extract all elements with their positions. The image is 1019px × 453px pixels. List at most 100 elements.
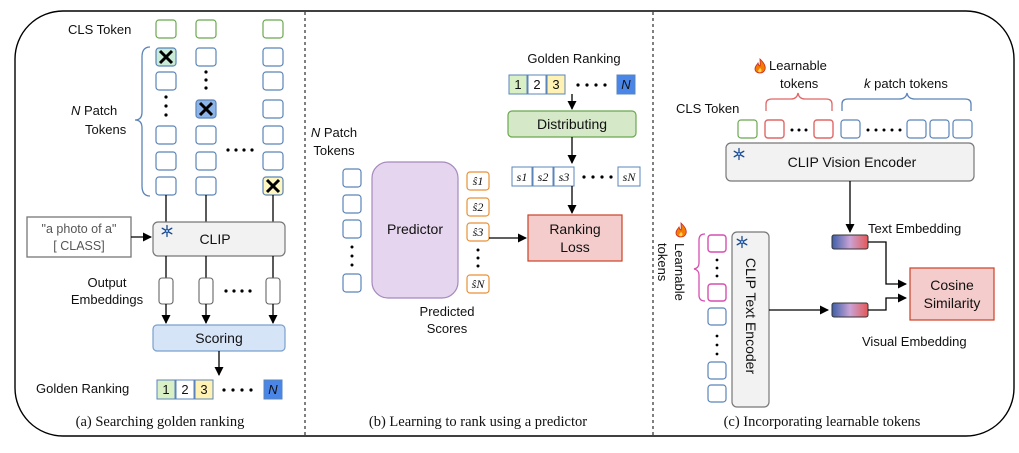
output-embedding [158,277,174,305]
svg-text:ŝ2: ŝ2 [473,200,484,214]
learnable-tokens-brace [765,92,833,111]
token-column [195,19,217,196]
caption-c: (c) Incorporating learnable tokens [724,414,921,430]
rank-value: 1 [514,77,521,92]
panel-b: N Patch Tokens Predictor ŝ1 ŝ2 ŝ3 ŝN [311,51,641,430]
caption-a: (a) Searching golden ranking [76,414,245,430]
cls-token [195,19,217,39]
golden-ranking-label: Golden Ranking [527,51,620,66]
rank-value: 3 [552,77,559,92]
patch-token [262,47,284,67]
rank-value: 3 [200,382,207,397]
patch-tokens-brace [134,46,151,197]
cls-token-label: CLS Token [676,101,739,116]
rank-cell [194,379,214,400]
patch-token [906,119,927,139]
output-label-line2: Embeddings [71,292,144,307]
rank-cell [616,74,636,95]
n-patch-label: N Patch [71,103,117,118]
patch-token [262,151,284,171]
x-mark-icon [198,101,214,117]
output-embedding [265,277,281,305]
rank-value: 2 [533,77,540,92]
predicted-label-line1: Predicted [420,304,475,319]
patch-token [155,125,177,145]
learnable-top-line2: tokens [780,76,819,91]
cosine-line2: Similarity [924,295,981,311]
n-patch-label: N Patch [311,125,357,140]
rank-cell [263,379,283,400]
patch-token [952,119,973,139]
learnable-token [813,119,834,139]
ellipsis [350,245,354,267]
class-token [707,307,727,326]
learnable-token [707,234,727,253]
x-mark-icon [158,49,174,65]
ellipsis [222,388,253,392]
text-encoder-box [731,231,770,408]
predictor-box [371,161,459,299]
patch-token [195,125,217,145]
patch-token [262,99,284,119]
x-mark-icon [265,178,281,194]
score-token: ŝ1 [466,171,490,191]
outer-frame [14,10,1015,437]
cosine-line1: Cosine [930,277,974,293]
text-embedding [831,234,869,250]
ellipsis [715,334,719,356]
class-token [707,361,727,380]
ellipsis [224,289,252,293]
learnable-side-line1: Learnable [672,243,687,301]
panel-a: CLS Token [26,19,286,430]
learnable-token [764,119,785,139]
n-patch-tokens-label: Tokens [313,143,355,158]
ellipsis [866,128,902,132]
rank-value: N [268,382,278,397]
rank-value: 2 [181,382,188,397]
ellipsis [582,175,613,179]
arrow [868,293,907,311]
cosine-similarity-box [909,267,995,321]
patch-token [155,176,177,196]
rank-value: 1 [162,382,169,397]
patch-token [195,151,217,171]
patch-token [195,176,217,196]
text-embedding-label: Text Embedding [868,221,961,236]
vision-encoder-label: CLIP Vision Encoder [788,154,917,170]
fire-icon [675,222,687,238]
patch-token [342,168,362,188]
k-patch-label: k patch tokens [864,76,948,91]
cls-token [737,119,758,139]
clip-box [152,221,286,257]
patch-token [155,71,177,91]
visual-embedding [831,302,869,318]
score-token: ŝ3 [466,222,490,242]
cls-token [262,19,284,39]
rank-cell [175,379,195,400]
cls-token-label: CLS Token [68,22,131,37]
prompt-box [26,216,132,258]
patch-token [262,71,284,91]
prompt-line1: "a photo of a" [42,222,117,236]
svg-text:ŝ3: ŝ3 [473,225,484,239]
rank-cell [156,379,176,400]
cls-token [155,19,177,39]
learnable-top-line1: Learnable [769,58,827,73]
ellipsis [476,248,480,268]
patch-token [342,219,362,239]
patch-token [262,125,284,145]
ranking-loss-line2: Loss [560,239,590,255]
rank-cell [546,74,566,95]
class-token [707,384,727,403]
arrow [868,241,907,289]
caption-b: (b) Learning to rank using a predictor [369,414,587,430]
fire-icon [754,58,766,74]
token-column [262,19,284,196]
ellipsis [715,258,719,278]
ellipsis [164,70,254,152]
token-column [155,19,177,196]
patch-token [155,151,177,171]
ranking-loss-line1: Ranking [549,221,600,237]
golden-ranking-label: Golden Ranking [36,381,129,396]
